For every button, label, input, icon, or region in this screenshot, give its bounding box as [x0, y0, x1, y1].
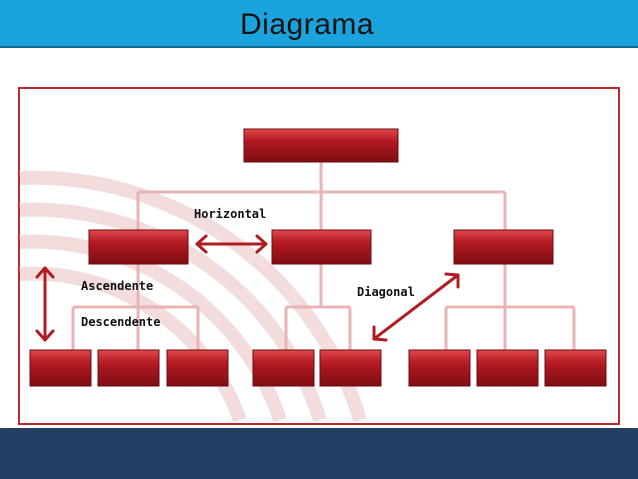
label-horizontal: Horizontal [194, 207, 266, 221]
vertical-arrow-icon [35, 266, 55, 342]
box-level3-7 [476, 349, 539, 387]
relation-arrows [35, 234, 460, 342]
box-level3-2 [97, 349, 160, 387]
box-top [243, 128, 399, 163]
box-level3-5 [319, 349, 382, 387]
label-diagonal: Diagonal [357, 285, 415, 299]
diagonal-arrow-icon [372, 272, 460, 342]
box-level2-left [88, 229, 189, 265]
box-level3-6 [408, 349, 471, 387]
box-level3-8 [544, 349, 607, 387]
footer-bar [0, 428, 638, 479]
box-level3-4 [252, 349, 315, 387]
connector-lines [71, 162, 576, 350]
org-boxes [29, 128, 607, 387]
slide-title: Diagrama [240, 8, 375, 41]
box-level2-right [453, 229, 554, 265]
label-ascendente: Ascendente [81, 279, 153, 293]
box-level2-center [271, 229, 372, 265]
box-level3-3 [166, 349, 229, 387]
diagram-labels: Horizontal Ascendente Descendente Diagon… [81, 207, 415, 329]
title-bar: Diagrama [0, 0, 638, 48]
horizontal-arrow-icon [195, 234, 268, 254]
box-level3-1 [29, 349, 92, 387]
label-descendente: Descendente [81, 315, 160, 329]
